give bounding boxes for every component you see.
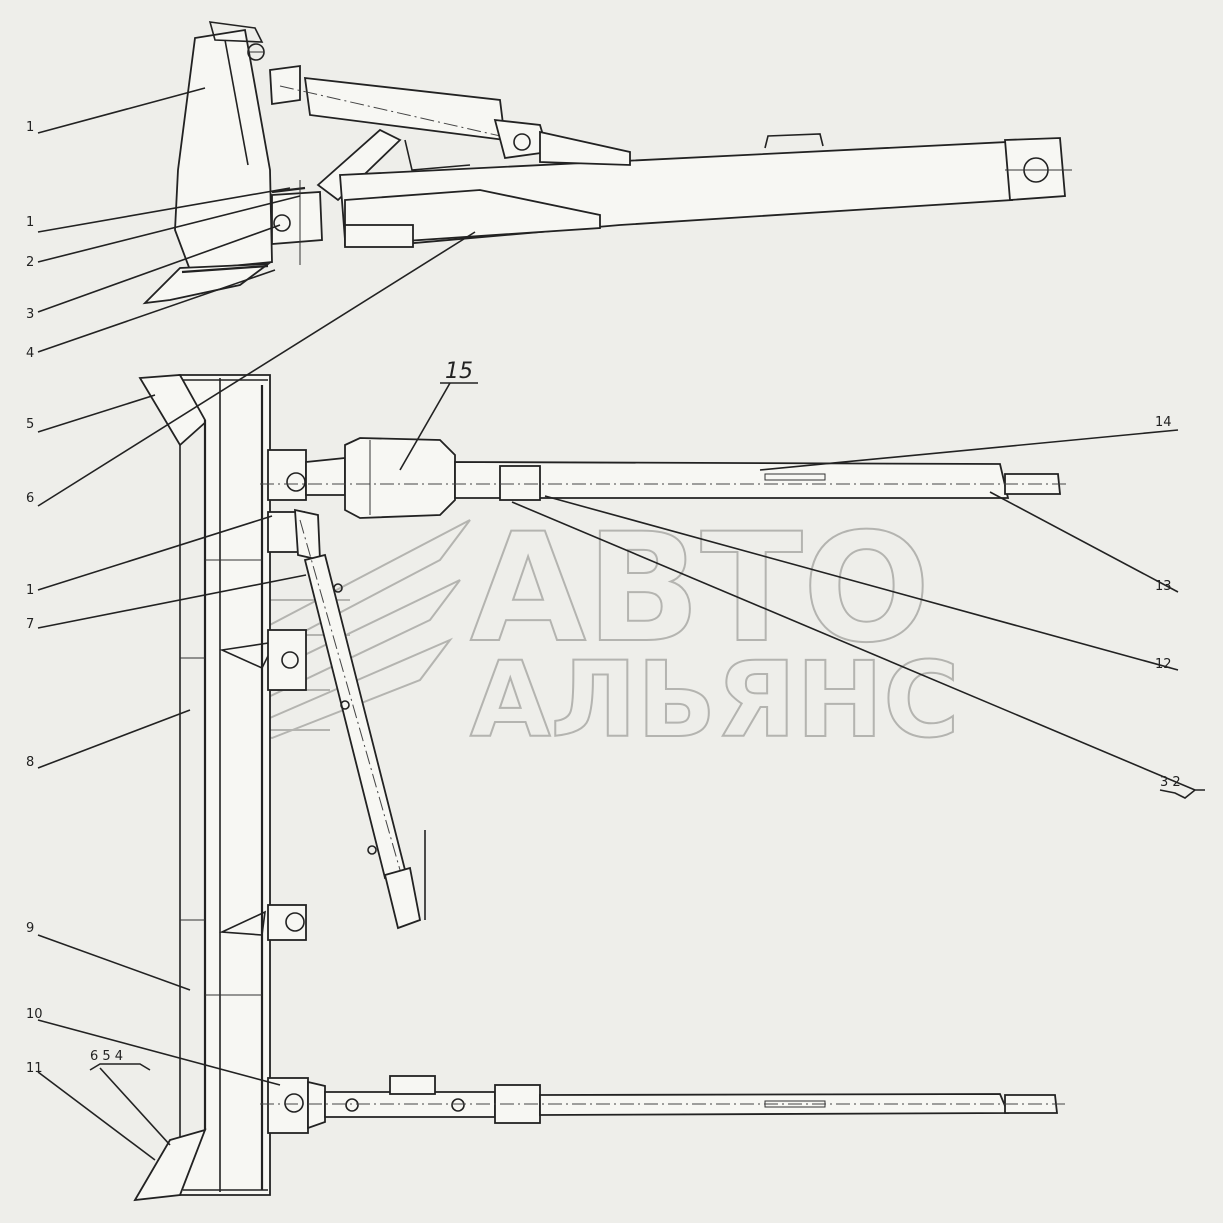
blade-side	[174, 28, 273, 271]
callout-labels: 1 1 2 3 4 5 6 1 7 8 9 10 11 6 5 4 15 14 …	[26, 120, 1181, 1076]
leader-lines	[37, 87, 1205, 1161]
callout-1-side: 1	[26, 215, 34, 230]
callout-12: 12	[1155, 657, 1172, 672]
arm-lug	[344, 224, 414, 248]
callout-14: 14	[1155, 415, 1172, 430]
callout-13: 13	[1155, 579, 1172, 594]
callout-group-654: 6 5 4	[90, 1049, 123, 1064]
blade-top-lip	[208, 21, 264, 43]
plan-view-upper-arm	[260, 437, 1070, 519]
brace-lower-end	[383, 866, 422, 930]
brace	[316, 128, 402, 202]
lower-ball-joint	[267, 1077, 309, 1134]
group-654-bracket	[89, 1063, 151, 1071]
watermark-line-1: АВТО	[470, 502, 930, 676]
side-view	[142, 21, 1072, 305]
tilt-cylinder-clevis	[269, 64, 301, 106]
plan-view-lower-arm	[260, 1075, 1065, 1134]
upper-cylinder-housing	[344, 437, 456, 519]
lower-tube-bracket	[389, 1075, 436, 1095]
callout-3: 3	[26, 307, 34, 322]
callout-group-32: 3 2	[1160, 775, 1181, 790]
lower-v-bracket	[218, 910, 266, 936]
callout-6: 6	[26, 491, 34, 506]
plan-view-diagonal-brace	[267, 508, 426, 930]
leader-15	[399, 382, 451, 471]
brace-joint	[404, 139, 471, 171]
callout-7: 7	[26, 617, 34, 632]
diagonal-brace-tube	[303, 553, 407, 880]
blade-inner-edge	[224, 39, 249, 166]
callout-5: 5	[26, 417, 34, 432]
lower-pin	[273, 214, 291, 232]
upper-push-beam	[454, 461, 1010, 499]
callout-1-plan: 1	[26, 583, 34, 598]
callout-11: 11	[26, 1061, 43, 1076]
upper-beam-slot	[764, 473, 826, 481]
callout-9: 9	[26, 921, 34, 936]
cutting-edge	[142, 262, 271, 305]
lower-bracket	[271, 191, 323, 245]
callout-1-top: 1	[26, 120, 34, 135]
lower-side-block	[267, 904, 307, 941]
callout-4: 4	[26, 346, 34, 361]
watermark: АВТО АЛЬЯНС	[219, 501, 961, 762]
blade-end-bottom	[133, 1128, 207, 1202]
trunnion	[1004, 137, 1066, 201]
watermark-line-2: АЛЬЯНС	[470, 639, 960, 761]
upper-side-block	[267, 629, 307, 691]
blade-main	[178, 374, 271, 1196]
callout-10: 10	[26, 1007, 43, 1022]
upper-beam-clamp	[499, 465, 541, 501]
plan-view-blade	[133, 374, 307, 1202]
callout-15: 15	[445, 359, 473, 384]
callout-2: 2	[26, 255, 34, 270]
callout-8: 8	[26, 755, 34, 770]
arm-bracket	[764, 133, 824, 149]
group-32-bracket	[1159, 789, 1205, 799]
upper-ball-joint	[267, 449, 307, 501]
arm-top-plate	[539, 130, 631, 166]
